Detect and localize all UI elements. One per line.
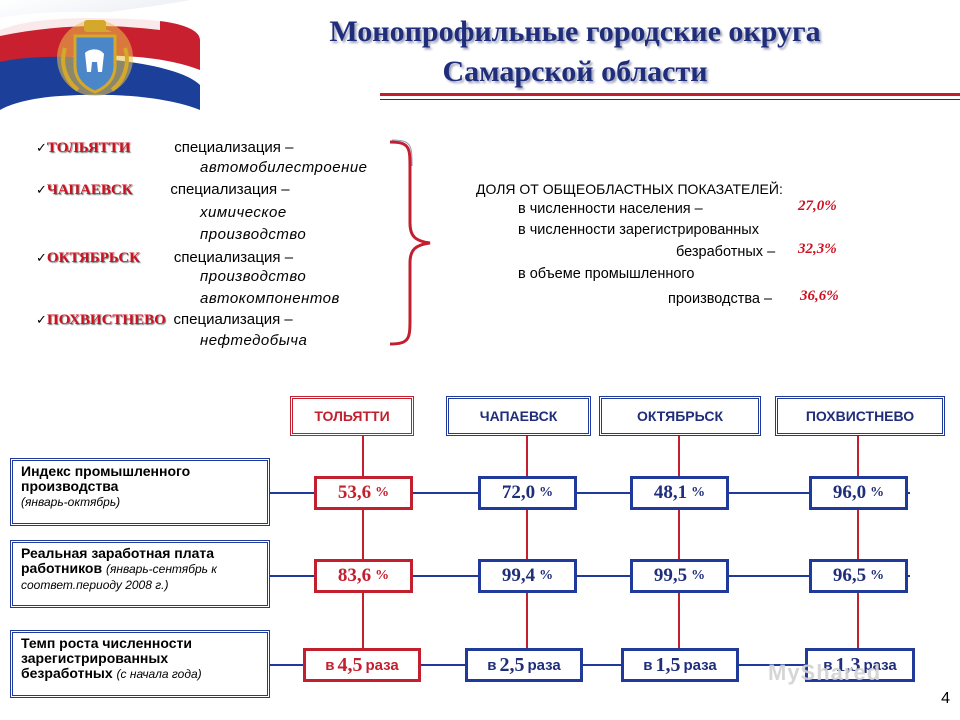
value-cell: 99,5% bbox=[630, 559, 729, 593]
city-item-oktyabrsk: ✓ОКТЯБРЬСК специализация – bbox=[36, 248, 293, 268]
value-cell: 83,6% bbox=[314, 559, 413, 593]
spec-line: автокомпонентов bbox=[200, 290, 340, 307]
spec-line: химическое bbox=[200, 204, 287, 221]
share-population: в численности населения – bbox=[518, 200, 703, 219]
spec-label: специализация – bbox=[173, 311, 293, 328]
spec-line: производство bbox=[200, 268, 307, 285]
share-value: 27,0% bbox=[798, 198, 837, 214]
spec-label: специализация – bbox=[173, 249, 294, 266]
spec-label: специализация – bbox=[170, 181, 290, 198]
row-label-text: Реальная заработная плата работников bbox=[21, 545, 215, 576]
city-item-pokhvistnevo: ✓ПОХВИСТНЕВО специализация – bbox=[36, 310, 293, 330]
page-number: 4 bbox=[941, 690, 950, 707]
row-label-note: (январь-сентябрь к соответ.периоду 2008 … bbox=[21, 562, 217, 592]
header-red-rule bbox=[380, 93, 960, 96]
share-label: в объеме промышленного bbox=[518, 266, 695, 282]
title-line-1: Монопрофильные городские округа bbox=[329, 15, 821, 48]
share-label: производства – bbox=[668, 291, 773, 307]
row-label-text: Темп роста численности зарегистрированны… bbox=[21, 635, 192, 681]
share-label: в численности населения – bbox=[518, 201, 703, 217]
city-name: ПОХВИСТНЕВО bbox=[46, 312, 166, 328]
check-icon: ✓ bbox=[36, 313, 47, 328]
row-label-text: Индекс промышленного производства bbox=[21, 463, 191, 494]
column-header-tolyatti: ТОЛЬЯТТИ bbox=[290, 396, 414, 436]
title-line-2: Самарской области bbox=[442, 55, 708, 88]
value-cell: 96,0% bbox=[809, 476, 908, 510]
share-value: 36,6% bbox=[800, 288, 839, 304]
value-cell: 72,0% bbox=[478, 476, 577, 510]
share-label: безработных – bbox=[676, 244, 776, 260]
spec-line: нефтедобыча bbox=[200, 332, 308, 349]
city-item-tolyatti: ✓ТОЛЬЯТТИ специализация – bbox=[36, 138, 293, 158]
city-name: ОКТЯБРЬСК bbox=[46, 250, 141, 266]
value-cell: 53,6% bbox=[314, 476, 413, 510]
row-label-unemployment-growth: Темп роста численности зарегистрированны… bbox=[10, 630, 270, 698]
city-name: ТОЛЬЯТТИ bbox=[46, 140, 131, 156]
city-name: ЧАПАЕВСК bbox=[46, 182, 133, 198]
share-value: 32,3% bbox=[798, 241, 837, 257]
spec-line: автомобилестроение bbox=[200, 159, 368, 176]
check-icon: ✓ bbox=[36, 141, 47, 156]
city-item-chapaevsk: ✓ЧАПАЕВСК специализация – bbox=[36, 180, 290, 200]
value-cell: 99,4% bbox=[478, 559, 577, 593]
row-label-industrial-index: Индекс промышленного производства (январ… bbox=[10, 458, 270, 526]
shares-heading: ДОЛЯ ОТ ОБЩЕОБЛАСТНЫХ ПОКАЗАТЕЛЕЙ: bbox=[476, 181, 783, 197]
check-icon: ✓ bbox=[36, 251, 47, 266]
value-cell: 48,1% bbox=[630, 476, 729, 510]
spec-line: производство bbox=[200, 226, 307, 243]
value-cell: 96,5% bbox=[809, 559, 908, 593]
row-label-note: (январь-октябрь) bbox=[21, 495, 121, 509]
page-title: Монопрофильные городские округа Самарско… bbox=[230, 12, 920, 92]
row-label-note: (с начала года) bbox=[116, 667, 202, 681]
column-header-oktyabrsk: ОКТЯБРЬСК bbox=[599, 396, 761, 436]
flag-emblem-icon bbox=[0, 0, 200, 110]
column-header-pokhvistnevo: ПОХВИСТНЕВО bbox=[775, 396, 945, 436]
check-icon: ✓ bbox=[36, 183, 47, 198]
share-label: в численности зарегистрированных bbox=[518, 222, 759, 238]
header-blue-rule bbox=[380, 99, 960, 100]
column-header-chapaevsk: ЧАПАЕВСК bbox=[446, 396, 591, 436]
curly-brace-icon bbox=[389, 139, 431, 346]
spec-label: специализация – bbox=[174, 139, 294, 156]
row-label-real-wage: Реальная заработная плата работников (ян… bbox=[10, 540, 270, 608]
watermark: MyShared bbox=[768, 660, 882, 685]
